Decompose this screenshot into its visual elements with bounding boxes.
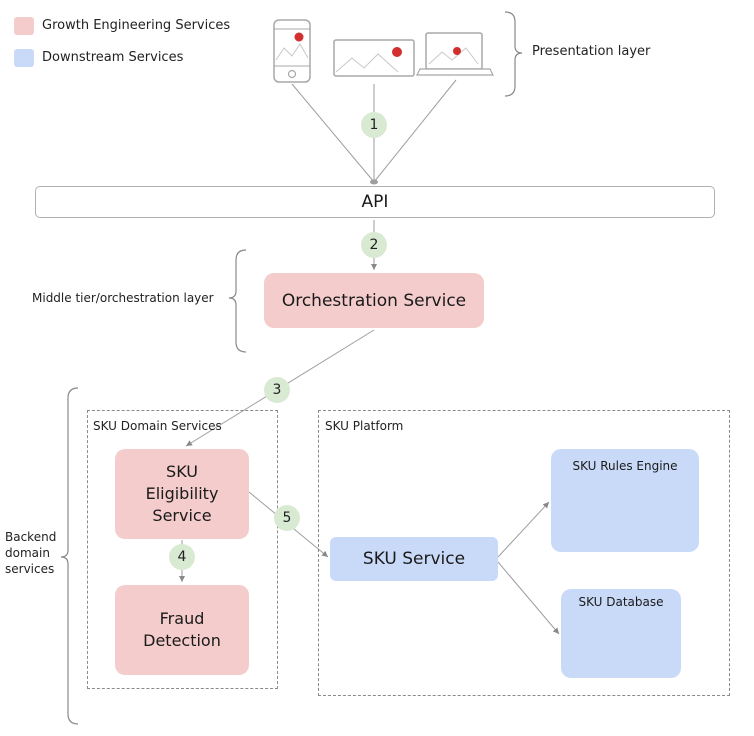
phone-icon [273,19,311,83]
sku-service-to-rules-arrow [497,501,550,558]
backend-label-line3: services [5,562,55,576]
orchestration-service-box: Orchestration Service [264,273,484,328]
legend-label-downstream: Downstream Services [42,50,184,65]
backend-brace [60,387,79,725]
sku-service-to-database-arrow [497,561,560,635]
legend-label-growth: Growth Engineering Services [42,18,231,33]
step-badge-4: 4 [169,544,195,570]
tv-icon [333,39,415,77]
api-label: API [361,192,389,212]
sku-service-label: SKU Service [362,549,466,569]
eligibility-label-line1: SKU [166,462,198,481]
api-bar: API [35,186,715,218]
backend-label-line1: Backend [5,530,57,544]
backend-label-line2: domain [5,546,50,560]
legend-swatch-growth [14,17,34,35]
step-badge-3: 3 [264,377,290,403]
presentation-brace [504,11,523,97]
rules-engine-label: SKU Rules Engine [572,459,678,473]
sku-database-box: SKU Database [561,589,681,678]
phone-to-api-line [291,83,375,183]
sku-platform-title: SKU Platform [325,419,404,433]
sku-domain-services-title: SKU Domain Services [93,419,222,433]
eligibility-label-line3: Service [152,506,212,525]
presentation-layer-label: Presentation layer [532,44,651,59]
step-badge-1: 1 [361,112,387,138]
middle-brace [228,249,247,353]
middle-tier-label: Middle tier/orchestration layer [32,291,214,305]
sku-service-box: SKU Service [330,537,498,581]
fraud-detection-box: Fraud Detection [115,585,249,675]
legend-swatch-downstream [14,49,34,67]
fraud-label-line1: Fraud [159,609,205,628]
fraud-label-line2: Detection [143,631,221,650]
eligibility-label-line2: Eligibility [145,484,219,503]
step-badge-2: 2 [361,232,387,258]
orchestration-service-label: Orchestration Service [281,290,467,311]
laptop-to-api-line [373,79,457,183]
database-label: SKU Database [578,595,664,609]
sku-eligibility-service-box: SKU Eligibility Service [115,449,249,539]
sku-domain-services-group [87,410,278,689]
laptop-icon [416,32,494,76]
sku-rules-engine-box: SKU Rules Engine [551,449,699,552]
sku-platform-group [318,410,730,696]
api-junction-dot [370,179,378,185]
step-badge-5: 5 [274,505,300,531]
